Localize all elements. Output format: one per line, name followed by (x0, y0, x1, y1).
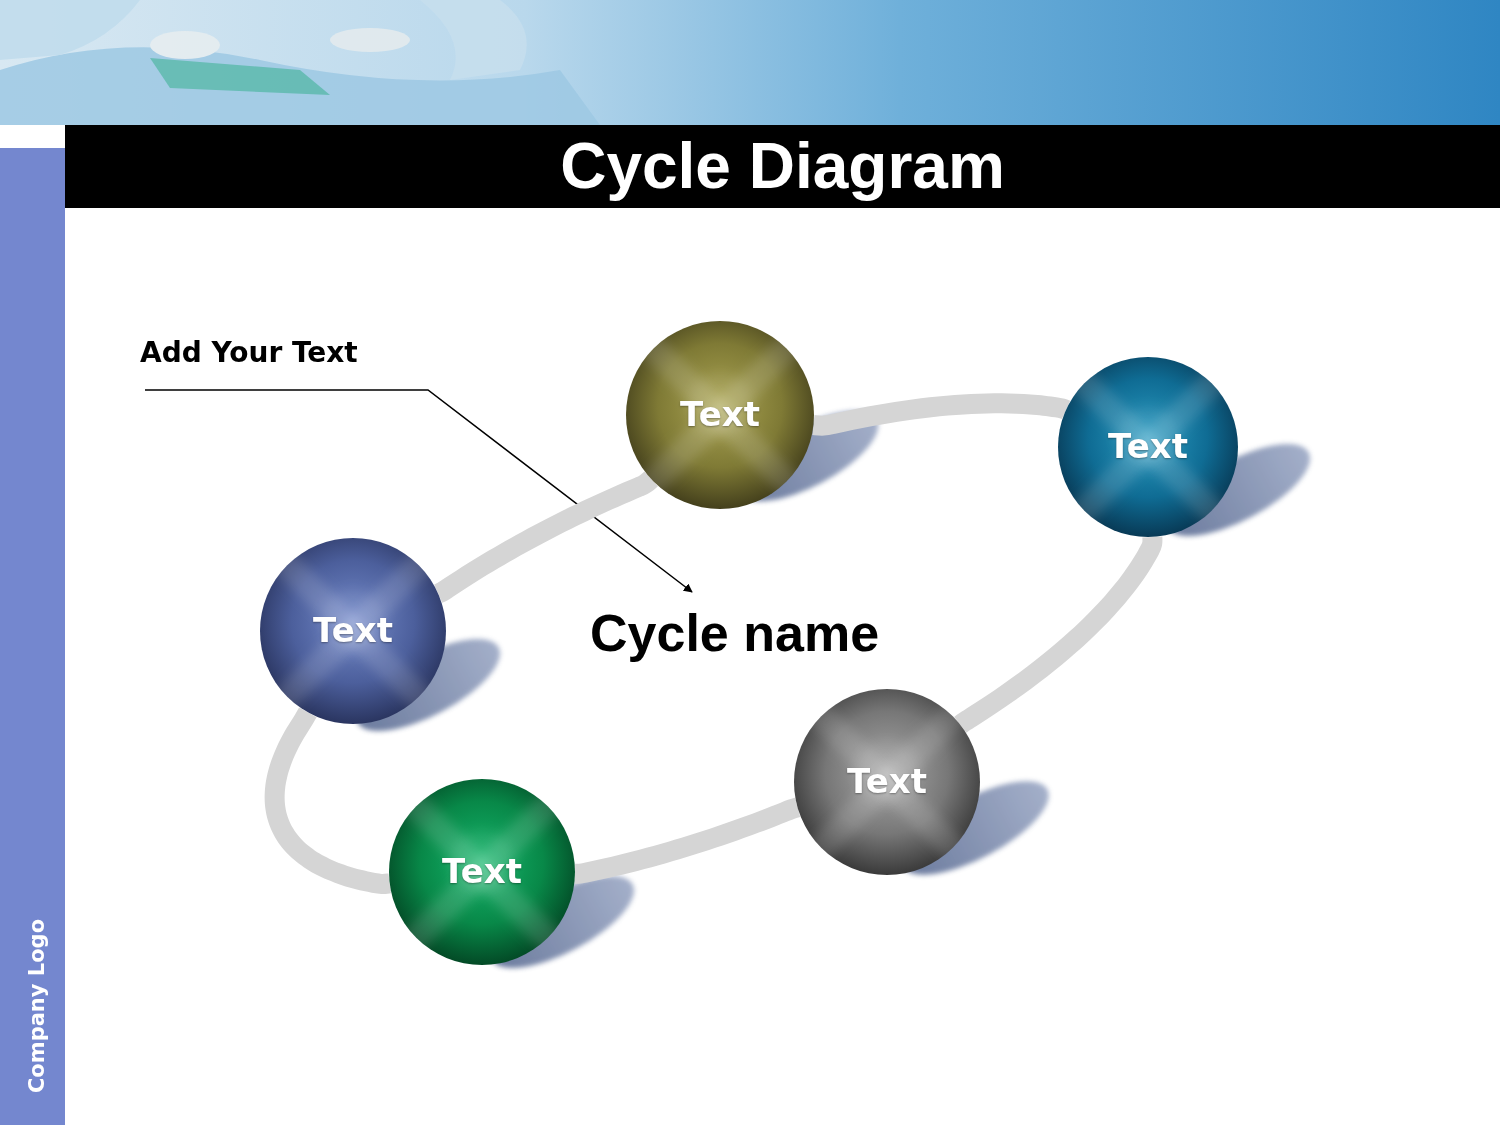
company-logo: Company Logo (25, 919, 49, 1093)
cycle-name: Cycle name (590, 603, 879, 663)
cycle-sphere: Text (260, 538, 446, 724)
sphere-label: Text (847, 763, 927, 800)
sphere-highlight (794, 689, 980, 875)
sphere-label: Text (313, 612, 393, 649)
cycle-sphere: Text (389, 779, 575, 965)
sphere-fill (260, 538, 446, 724)
sphere-text-box: Text (260, 538, 446, 724)
sphere-label: Text (1108, 428, 1188, 465)
sphere-label: Text (680, 396, 760, 433)
title-bar (65, 125, 1500, 208)
side-bar (0, 148, 65, 1125)
header-photo (0, 0, 600, 125)
cycle-ring-segment (438, 479, 651, 594)
cycle-sphere: Text (794, 689, 980, 875)
sphere-fill (389, 779, 575, 965)
sphere-label: Text (442, 853, 522, 890)
cycle-ring-segment (575, 807, 798, 873)
sphere-highlight (1058, 357, 1238, 537)
sphere-fill (794, 689, 980, 875)
sphere-text-box: Text (626, 321, 814, 509)
slide-title: Cycle Diagram (65, 125, 1500, 208)
sphere-text-box: Text (389, 779, 575, 965)
sphere-fill (1058, 357, 1238, 537)
sphere-highlight (260, 538, 446, 724)
cycle-ring-segment (813, 403, 1066, 425)
header-banner (0, 0, 1500, 125)
cycle-ring-segment (275, 712, 390, 884)
sphere-highlight (389, 779, 575, 965)
cycle-ring-segment (960, 537, 1152, 725)
cycle-sphere: Text (626, 321, 814, 509)
cycle-sphere: Text (1058, 357, 1238, 537)
sphere-highlight (626, 321, 814, 509)
callout-text: Add Your Text (140, 336, 358, 369)
sphere-fill (626, 321, 814, 509)
sphere-text-box: Text (794, 689, 980, 875)
sphere-text-box: Text (1058, 357, 1238, 537)
